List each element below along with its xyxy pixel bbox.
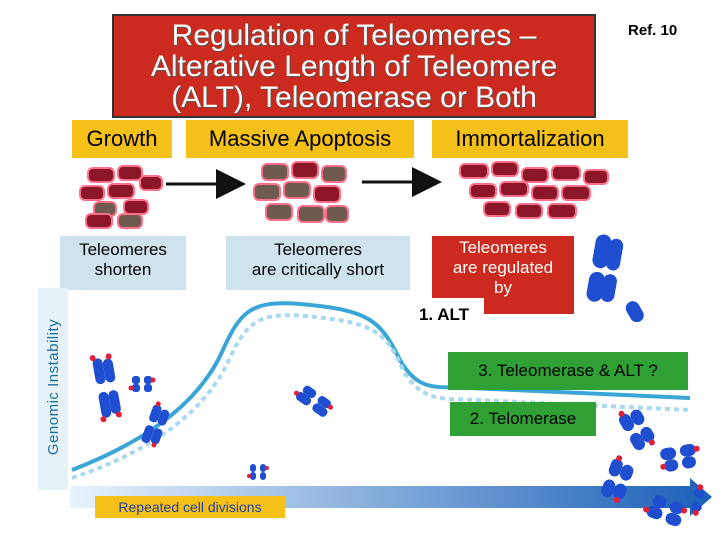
state-shorten: Teleomeres shorten [60, 236, 186, 290]
stage-apoptosis: Massive Apoptosis [186, 120, 414, 158]
state-critical: Teleomeres are critically short [226, 236, 410, 290]
state-critical-line-2: are critically short [251, 260, 385, 279]
stage-immortalization: Immortalization [432, 120, 628, 158]
state-critical-line-1: Teleomeres [274, 240, 362, 259]
x-axis-label: Repeated cell divisions [95, 496, 285, 518]
state-regulated-line-2: are regulated [452, 258, 554, 277]
title-line-2: Alterative Length of Teleomere [150, 49, 558, 83]
cell-cluster-immortalization [459, 161, 609, 219]
mechanism-telomerase: 2. Telomerase [450, 402, 596, 436]
stage-growth: Growth [72, 120, 172, 158]
state-regulated-line-1: Teleomeres [459, 238, 547, 257]
state-regulated-line-3: by [494, 278, 512, 297]
mechanism-alt: 1. ALT [404, 298, 484, 332]
mechanism-telomerase-and-alt: 3. Teleomerase & ALT ? [448, 352, 688, 390]
title-line-1: Regulation of Teleomeres – [171, 18, 537, 52]
genomic-instability-curve [71, 301, 691, 472]
state-shorten-line-1: Teleomeres [79, 240, 167, 259]
title-line-3: (ALT), Teleomerase or Both [171, 80, 537, 114]
telomere-length-curve [71, 313, 691, 480]
y-axis-bar [38, 288, 68, 490]
y-axis-label: Genomic Instability [44, 318, 62, 456]
cell-cluster-apoptosis [253, 161, 349, 223]
reference-label: Ref. 10 [628, 22, 678, 39]
cell-cluster-growth [79, 165, 163, 229]
title-box: Regulation of Teleomeres – Alterative Le… [112, 14, 596, 118]
state-shorten-line-2: shorten [94, 260, 152, 279]
